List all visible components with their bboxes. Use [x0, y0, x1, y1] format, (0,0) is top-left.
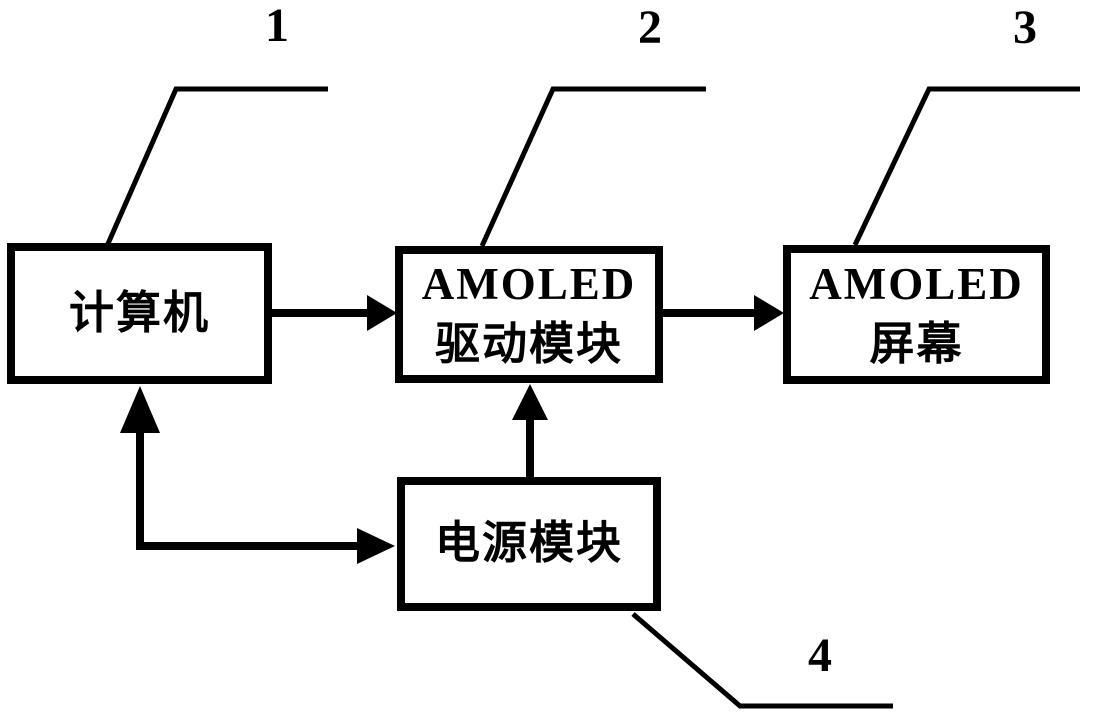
- leader-line-4: [631, 612, 893, 709]
- box-amoled-screen: AMOLED 屏幕: [783, 245, 1050, 384]
- leader-line-1: [104, 86, 328, 248]
- box-screen-label-line1: AMOLED: [809, 259, 1024, 310]
- box-computer-label: 计算机: [68, 287, 210, 338]
- leader-line-3: [852, 86, 1080, 247]
- box-amoled-driver-module: AMOLED 驱动模块: [395, 246, 663, 383]
- box-driver-label-line1: AMOLED: [421, 259, 637, 310]
- box-power-module: 电源模块: [397, 477, 661, 611]
- box-computer: 计算机: [7, 243, 272, 384]
- arrow-driver-to-screen: [663, 295, 784, 331]
- ref-number-1: 1: [265, 0, 289, 52]
- ref-number-4: 4: [808, 629, 832, 682]
- arrow-computer-power-elbow: [120, 386, 395, 564]
- ref-number-2: 2: [638, 1, 662, 54]
- arrow-computer-to-driver: [271, 295, 397, 331]
- box-driver-label-line2: 驱动模块: [434, 318, 623, 369]
- arrow-power-to-driver: [512, 384, 548, 478]
- leader-line-2: [479, 86, 706, 248]
- box-screen-label-line2: 屏幕: [869, 318, 964, 369]
- ref-number-3: 3: [1013, 1, 1037, 54]
- box-power-label: 电源模块: [434, 518, 623, 569]
